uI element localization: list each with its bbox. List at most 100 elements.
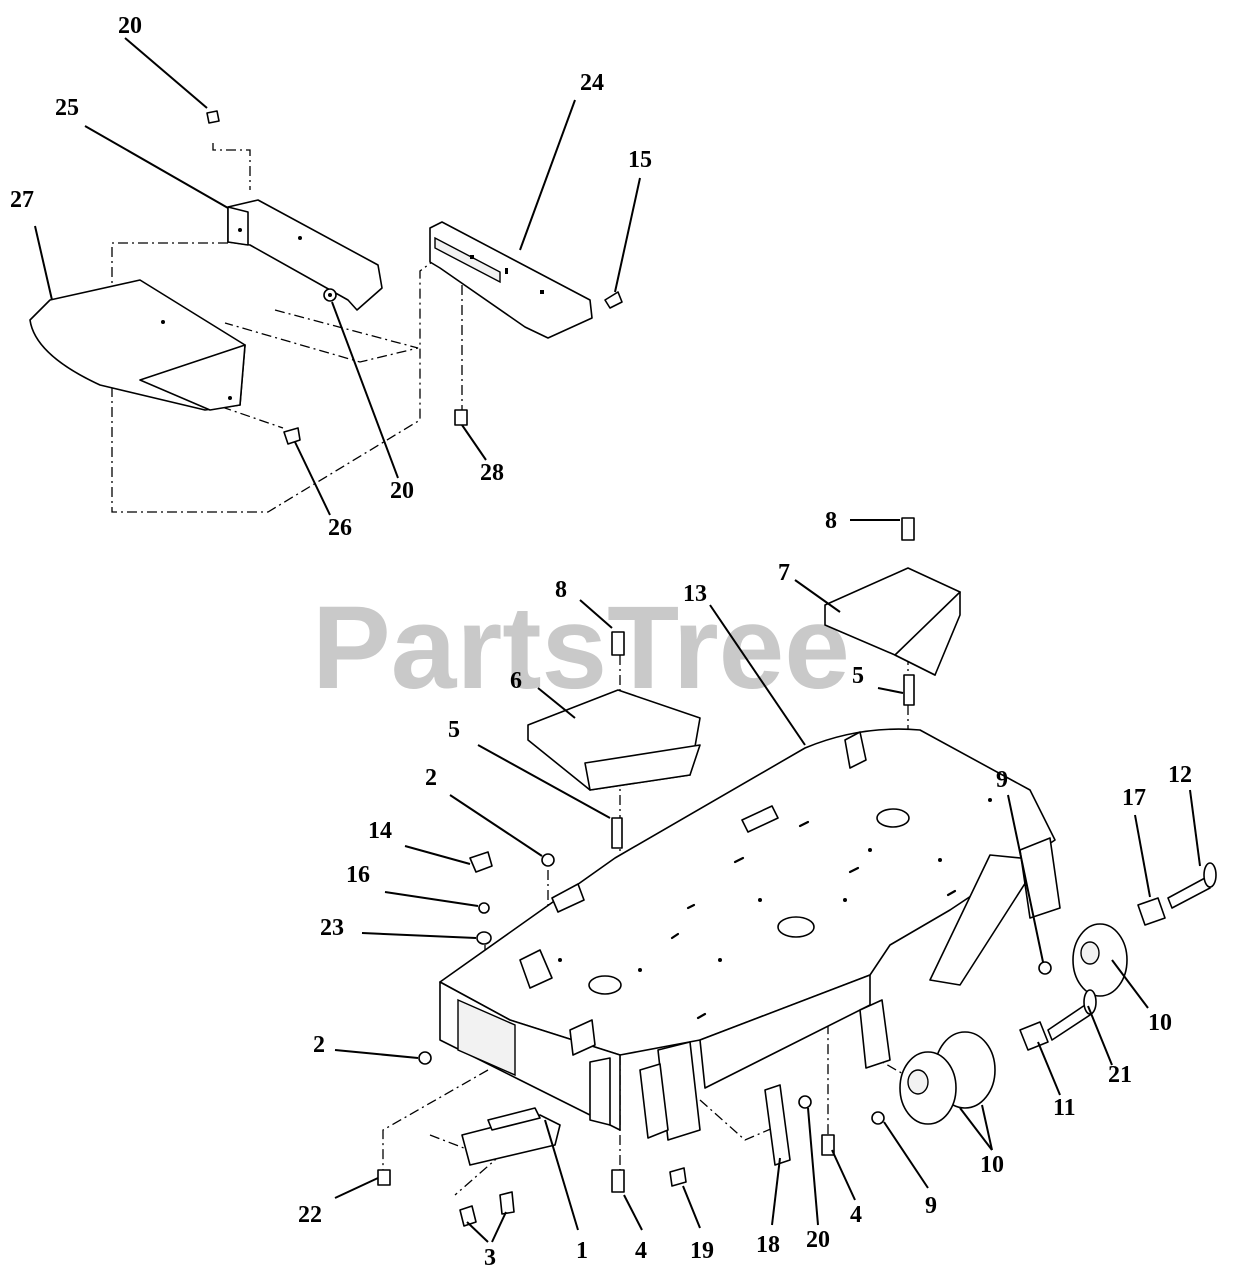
callout-20-lower: 20 [806, 1227, 830, 1253]
callout-27: 27 [10, 187, 34, 213]
spacer-5-left [611, 817, 623, 849]
leader-line [384, 891, 479, 907]
callout-10-lower: 10 [980, 1152, 1004, 1178]
hinge-rail-slot [434, 236, 501, 284]
leader-line [477, 744, 611, 819]
callout-4-left: 4 [635, 1238, 647, 1264]
callout-8-left: 8 [555, 577, 567, 603]
leader-line [491, 1211, 507, 1243]
leader-line [294, 441, 331, 516]
caster-wheel-front [899, 1051, 957, 1125]
spacer-5-right [903, 674, 915, 706]
callout-2-top: 2 [425, 765, 437, 791]
deflector-bracket-tab [227, 206, 249, 246]
bolt-12-head [1203, 862, 1217, 888]
deck-slot [686, 903, 696, 910]
cap-23 [476, 931, 492, 945]
deck-slot [798, 820, 810, 828]
deck-bracket [569, 1019, 596, 1056]
callout-20-top: 20 [118, 13, 142, 39]
leader-line [1087, 1005, 1113, 1066]
hole [228, 396, 232, 400]
deck-slot [733, 856, 745, 864]
deck-bracket [519, 949, 553, 989]
leader-line [1111, 959, 1149, 1009]
callout-4-right: 4 [850, 1202, 862, 1228]
deflector-hinge-tab [487, 1107, 541, 1131]
deck-slot [848, 866, 860, 874]
deck-slot [696, 1012, 707, 1020]
callout-8-right: 8 [825, 508, 837, 534]
leader-line [461, 424, 487, 461]
callout-labels: 20 25 24 15 27 20 28 26 8 7 8 13 6 5 5 9… [10, 13, 1192, 1271]
lower-assembly [334, 517, 1217, 1243]
leader-line [877, 687, 904, 694]
hole [298, 236, 302, 240]
belt-cover-left-lip [584, 744, 701, 791]
caster-wheel-right-hub [1080, 941, 1100, 965]
deck-slot [946, 889, 957, 897]
caster-arm-front [589, 1057, 611, 1126]
callout-23: 23 [320, 915, 344, 941]
nut-hole [328, 293, 332, 297]
caster-wheel-hub [907, 1069, 929, 1095]
nut-20-lower [798, 1095, 812, 1109]
caster-wheel-right [1072, 923, 1128, 997]
hinge-rail [429, 221, 593, 339]
callout-6: 6 [510, 668, 522, 694]
leader-line [831, 1149, 856, 1201]
leader-line [579, 599, 613, 629]
bolt-22 [377, 1169, 391, 1186]
callout-24: 24 [580, 70, 604, 96]
bolt-8-right [901, 517, 915, 541]
knob-14 [469, 851, 493, 873]
callout-22: 22 [298, 1202, 322, 1228]
leader-line [959, 1107, 993, 1151]
callout-10-right: 10 [1148, 1010, 1172, 1036]
hole [988, 798, 992, 802]
callout-16: 16 [346, 862, 370, 888]
leader-line [807, 1107, 819, 1226]
bolt-26 [283, 427, 301, 445]
leader-line [981, 1104, 993, 1151]
callout-13: 13 [683, 581, 707, 607]
callout-18: 18 [756, 1232, 780, 1258]
deck-bracket [551, 883, 585, 913]
leader-line [404, 845, 471, 865]
bolt-21-head [1083, 989, 1097, 1015]
alignment-line [212, 143, 251, 190]
nut-9-lower [871, 1111, 885, 1125]
callout-26: 26 [328, 515, 352, 541]
deck-slot [670, 932, 680, 940]
callout-17: 17 [1122, 785, 1146, 811]
callout-5-left: 5 [448, 717, 460, 743]
hole [238, 228, 242, 232]
hole [540, 290, 544, 294]
hole [758, 898, 762, 902]
leader-line [614, 177, 641, 293]
mower-deck [439, 728, 1056, 1056]
leader-line [623, 1194, 643, 1231]
spacer-11 [1019, 1021, 1049, 1051]
caster-arm-left-plate [639, 1063, 669, 1139]
leader-line [771, 1157, 781, 1226]
callout-21: 21 [1108, 1062, 1132, 1088]
leader-line [519, 99, 576, 251]
leader-line [124, 37, 208, 109]
hole [718, 958, 722, 962]
callout-15: 15 [628, 147, 652, 173]
alignment-line [224, 309, 419, 363]
leader-line [449, 794, 543, 857]
alignment-line [699, 1099, 781, 1141]
leader-line [537, 687, 576, 719]
bracket-18 [764, 1084, 791, 1166]
callout-14: 14 [368, 818, 392, 844]
callout-1: 1 [576, 1238, 588, 1264]
callout-28: 28 [480, 460, 504, 486]
washer-16 [478, 902, 490, 914]
spindle-hole-center [777, 916, 815, 938]
hole [843, 898, 847, 902]
nut-20-top [206, 110, 220, 124]
hole [638, 968, 642, 972]
callout-19: 19 [690, 1238, 714, 1264]
